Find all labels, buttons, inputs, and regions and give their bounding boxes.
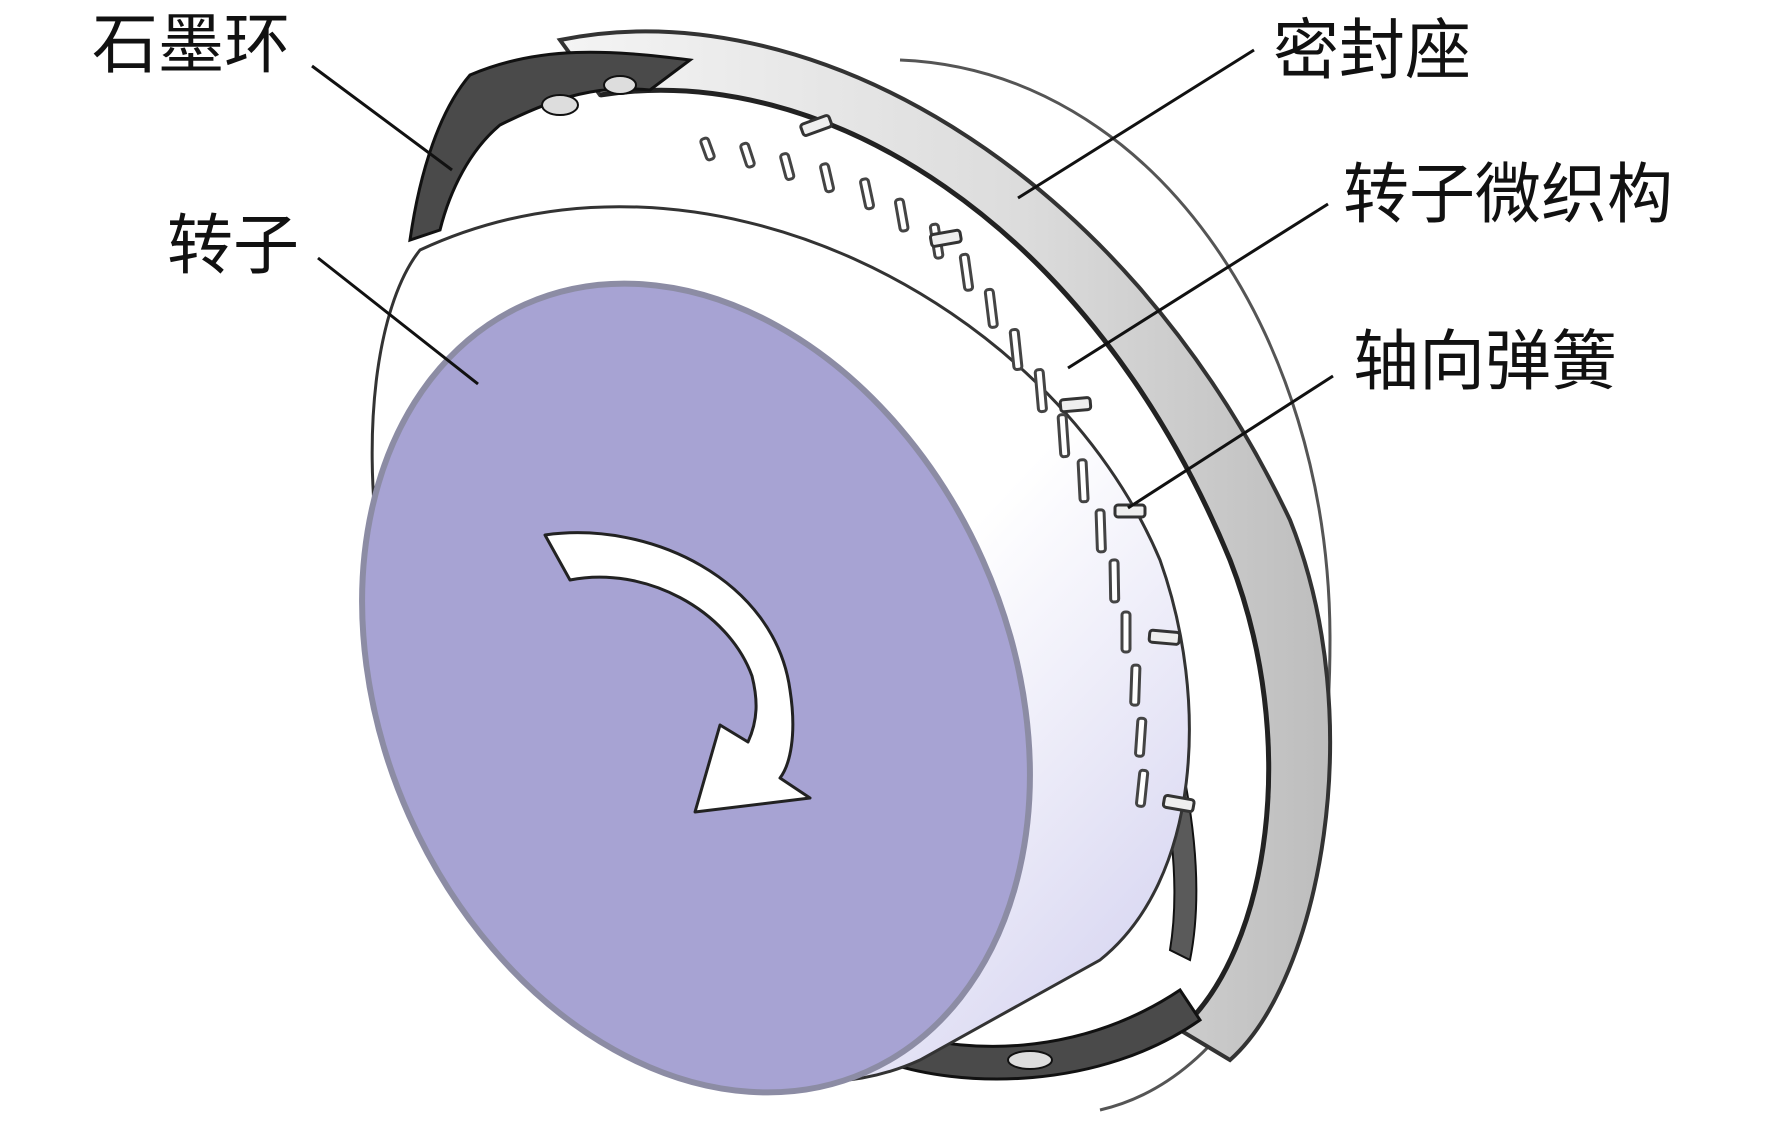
seal-seat-inner-edge <box>599 87 1272 1032</box>
label-axial-spring: 轴向弹簧 <box>1353 323 1617 400</box>
rotor-face <box>359 280 1033 1096</box>
graphite-ring-bottom-segment <box>878 987 1203 1081</box>
microtexture-slot <box>739 141 756 169</box>
microtexture-slot <box>819 162 835 194</box>
leader-line-rotor <box>317 256 479 386</box>
graphite-ring-top-segment <box>408 50 694 243</box>
leader-line-rotor-microtexture <box>1067 202 1329 370</box>
axial-spring <box>1058 396 1093 414</box>
graphite-ring-window <box>603 75 637 95</box>
graphite-ring <box>408 50 1203 1081</box>
leader-lines <box>311 48 1334 510</box>
axial-spring <box>928 228 963 248</box>
rotation-arrow-icon <box>543 531 812 814</box>
axial-springs <box>799 114 1196 814</box>
microtexture-slot <box>1056 413 1071 459</box>
label-seal-seat: 密封座 <box>1273 12 1471 89</box>
graphite-ring-window <box>1007 1050 1053 1070</box>
microtexture-slot <box>958 252 975 292</box>
axial-spring <box>799 114 833 137</box>
leader-line-seal-seat <box>1017 48 1255 200</box>
label-rotor: 转子 <box>167 207 299 284</box>
leader-line-graphite-ring <box>311 64 453 172</box>
label-rotor-microtexture: 转子微织构 <box>1343 156 1673 233</box>
microtexture-slot <box>1135 768 1150 808</box>
graphite-ring-window <box>541 94 579 116</box>
microtexture-slot <box>699 136 716 162</box>
microtexture-slot <box>859 177 876 211</box>
label-graphite-ring: 石墨环 <box>92 6 290 83</box>
microtexture-slot <box>893 197 910 233</box>
microtexture-slot <box>1094 508 1107 554</box>
leader-line-axial-spring <box>1127 374 1334 510</box>
microtexture-slot <box>1033 368 1048 414</box>
microtexture-slot <box>779 152 796 181</box>
microtexture-slot <box>1120 610 1132 654</box>
microtexture-slot <box>1134 716 1148 758</box>
microtexture-slot <box>1129 663 1142 707</box>
microtexture-slot <box>983 287 999 329</box>
axial-spring <box>1161 793 1196 814</box>
axial-spring <box>1147 628 1182 646</box>
microtexture-slot <box>1076 458 1090 504</box>
seal-seat <box>556 29 1333 1112</box>
rotor-microtexture <box>699 136 1150 808</box>
microtexture-slot <box>1008 327 1024 371</box>
microtexture-slot <box>1108 558 1121 604</box>
